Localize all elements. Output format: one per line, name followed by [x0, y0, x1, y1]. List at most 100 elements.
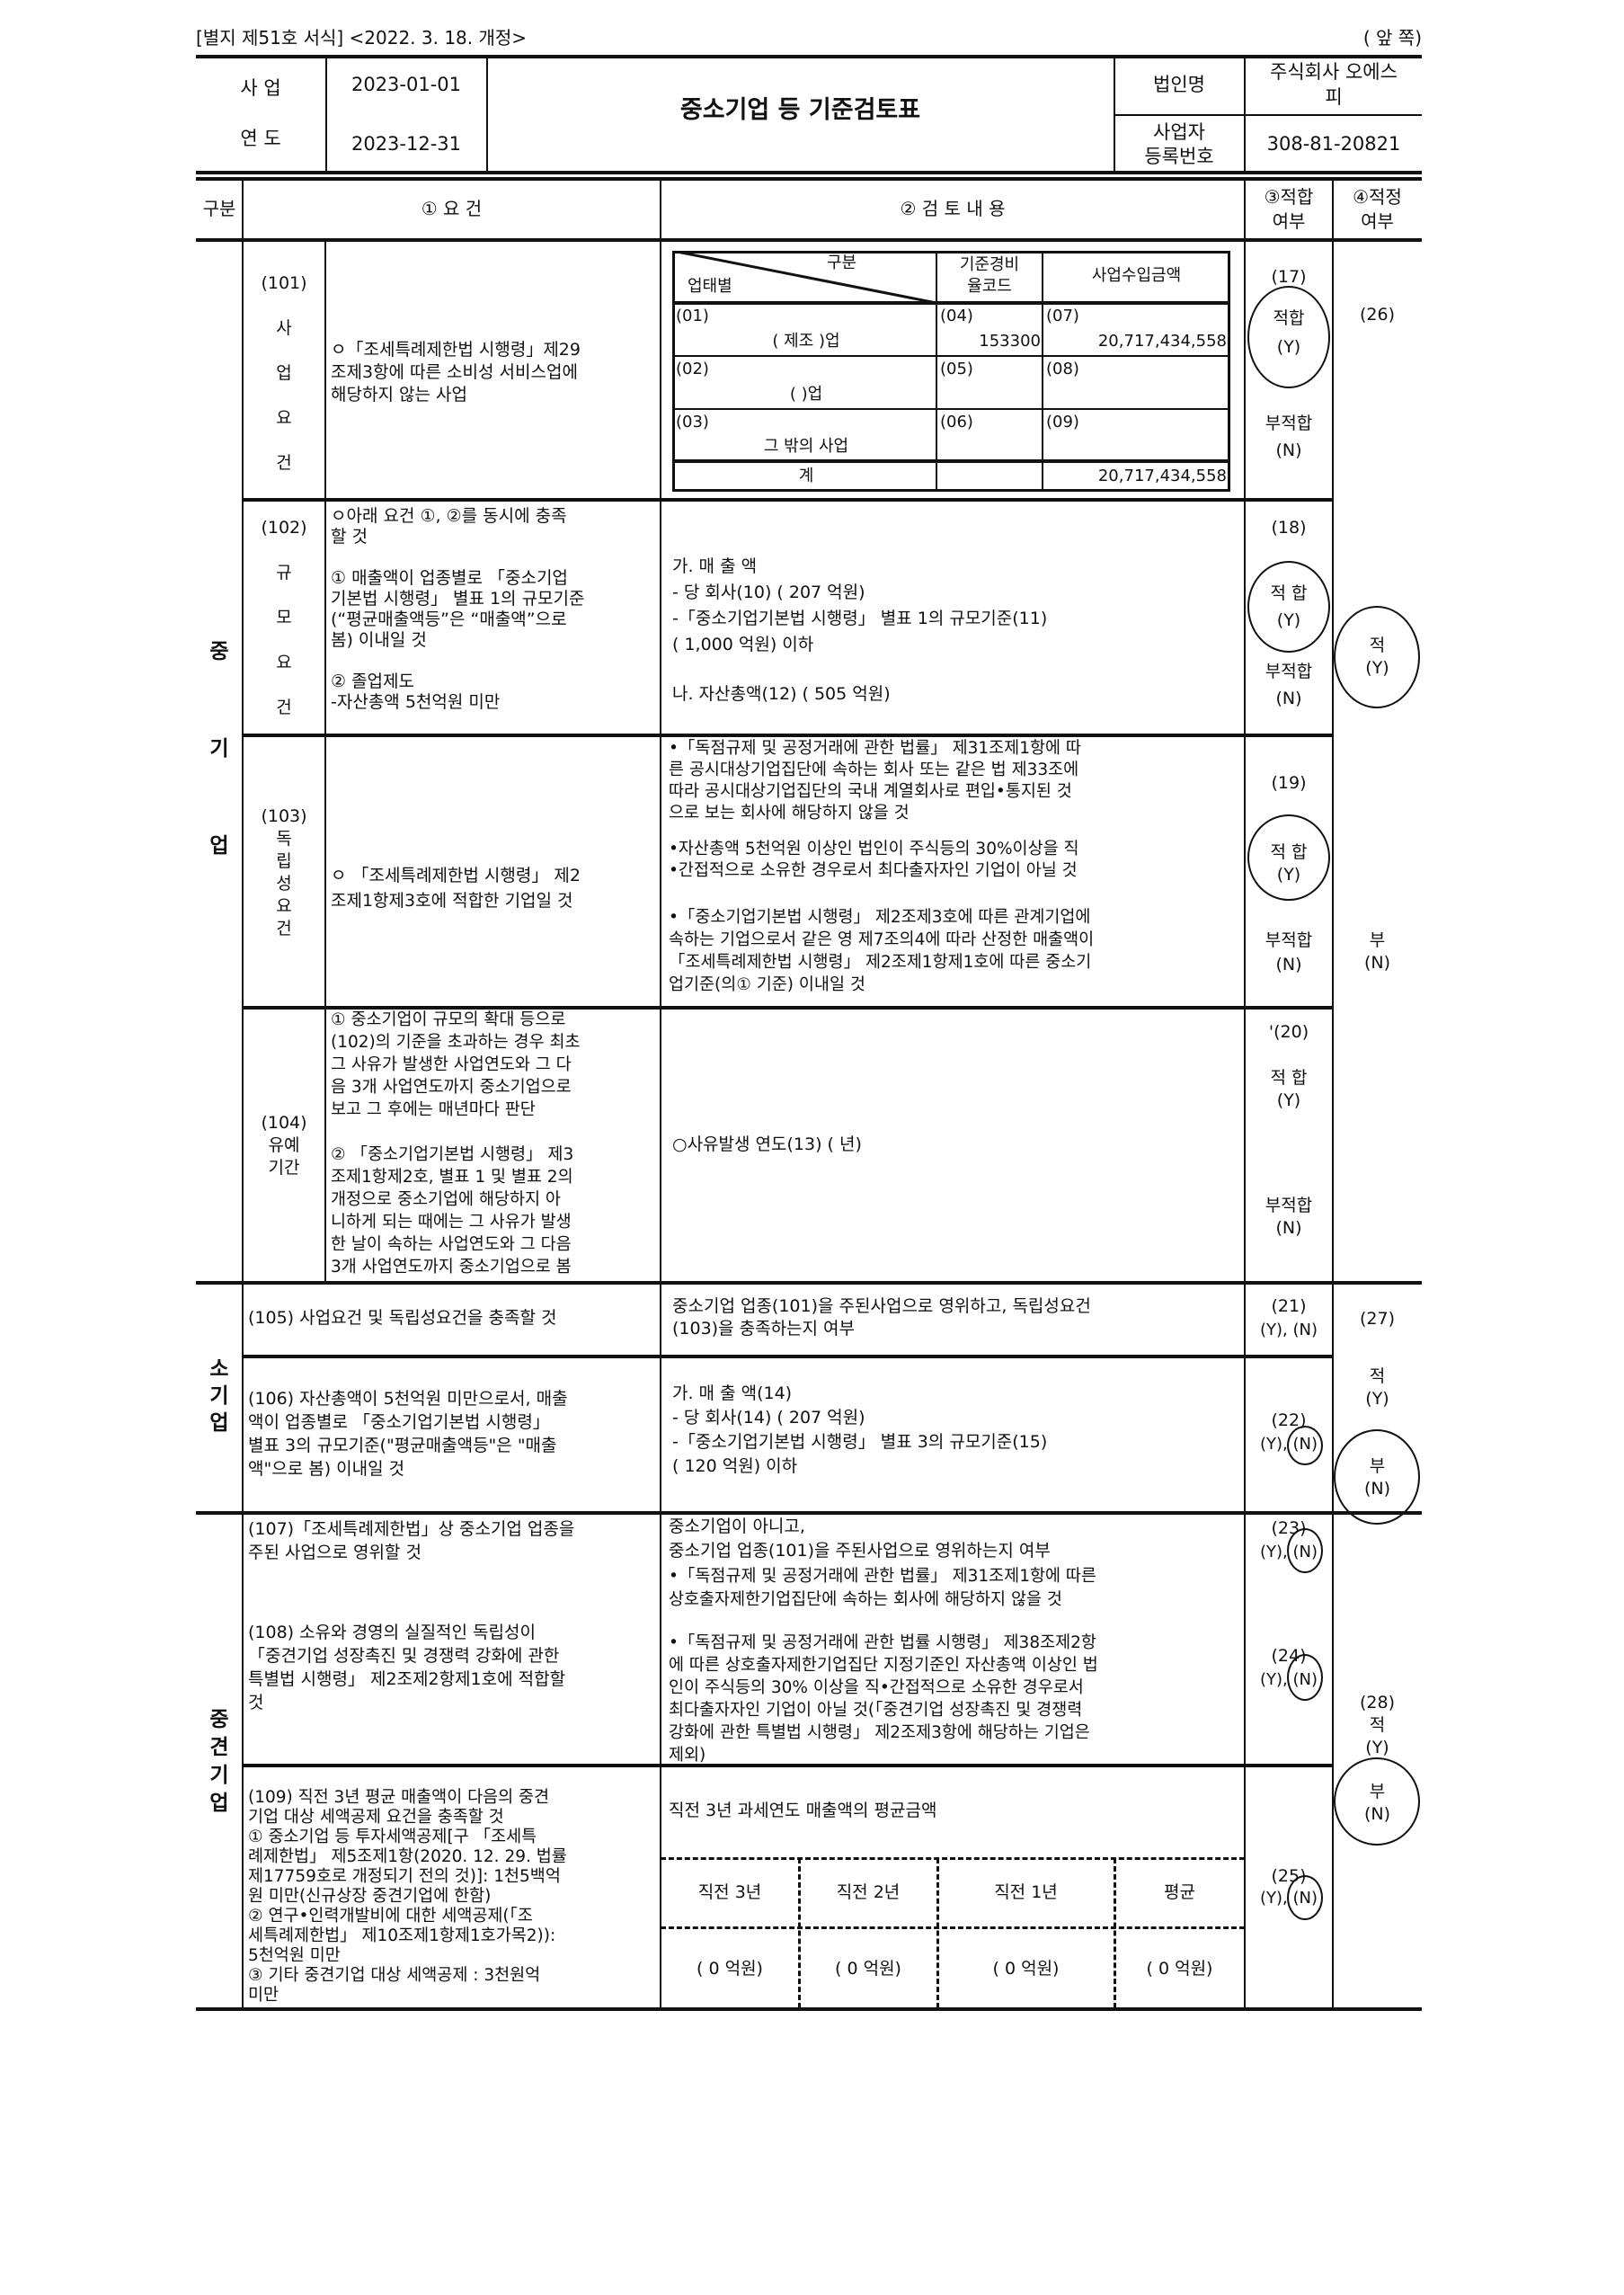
row-106-requirement: (106) 자산총액이 5천억원 미만으로서, 매출 액이 업종별로 「중소기업…	[248, 1389, 568, 1479]
middle-proper-code: (28)	[1359, 1693, 1395, 1712]
divider	[242, 179, 244, 2008]
medium-proper-no[interactable]: 부 (N)	[1363, 930, 1391, 973]
row-104-review: ○사유발생 연도(13) ( 년)	[672, 1134, 862, 1154]
fit-code: (17)	[1271, 267, 1307, 287]
year-label: 직전 2년	[836, 1882, 901, 1902]
fit-no[interactable]: 부적합 (N)	[1265, 662, 1313, 708]
col-category: 구분	[202, 198, 236, 219]
row-109-requirement: (109) 직전 3년 평균 매출액이 다음의 중견 기업 대상 세액공제 요건…	[248, 1788, 567, 2005]
row-109-review: 직전 3년 과세연도 매출액의 평균금액	[669, 1801, 937, 1820]
year-label: 평균	[1164, 1882, 1195, 1902]
row-103-review-2: •자산총액 5천억원 이상인 법인이 주식등의 30%이상을 직 •간접적으로 …	[669, 840, 1079, 880]
row-no: (03)	[676, 413, 709, 431]
biz-no-label: 사업자 등록번호	[1144, 121, 1214, 167]
form-number: [별지 제51호 서식] <2022. 3. 18. 개정>	[196, 27, 528, 49]
row-108-requirement: (108) 소유와 경영의 실질적인 독립성이 「중견기업 성장촉진 및 경쟁력…	[248, 1623, 566, 1712]
selected-circle	[1247, 814, 1330, 901]
row-105-review: 중소기업 업종(101)을 주된사업으로 영위하고, 독립성요건 (103)을 …	[672, 1296, 1091, 1339]
row-no: (06)	[940, 413, 973, 431]
row-103-review-1: •「독점규제 및 공정거래에 관한 법률」 제31조제1항에 따 른 공시대상기…	[669, 739, 1081, 823]
medium-proper-code: (26)	[1359, 305, 1395, 325]
income-amount: 20,717,434,558	[1097, 332, 1227, 351]
row-107-requirement: (107)「조세특례제한법」상 중소기업 업종을 주된 사업으로 영위할 것	[248, 1519, 575, 1562]
row-no: (05)	[940, 360, 973, 378]
selected-circle	[1334, 1429, 1420, 1525]
industry-name: ( )업	[789, 385, 823, 404]
divider	[196, 171, 1422, 174]
row-no: (04)	[940, 307, 973, 325]
year-value: ( 0 억원)	[992, 1959, 1060, 1979]
row-no: (09)	[1046, 413, 1079, 431]
fit-yes[interactable]: 적 합 (Y)	[1270, 1068, 1308, 1110]
year-label: 직전 1년	[994, 1882, 1058, 1902]
small-proper-yes[interactable]: 적 (Y)	[1365, 1366, 1389, 1409]
row-106-review: 가. 매 출 액(14) - 당 회사(14) ( 207 억원) -「중소기업…	[672, 1383, 1048, 1476]
period-label-1: 사 업	[240, 77, 281, 99]
page-side: ( 앞 쪽)	[1362, 27, 1422, 49]
divider	[325, 56, 327, 173]
row-no: (02)	[676, 360, 709, 378]
diagonal-divider	[672, 251, 936, 303]
selected-circle	[1287, 1654, 1323, 1701]
section-middle-label: 중 견 기 업	[209, 1708, 229, 1815]
total-amount: 20,717,434,558	[1097, 467, 1227, 485]
selected-circle	[1247, 561, 1330, 653]
row-102-sales-review: 가. 매 출 액 - 당 회사(10) ( 207 억원) -「중소기업기본법 …	[672, 556, 1048, 654]
row-103-review-3: •「중소기업기본법 시행령」 제2조제3호에 따른 관계기업에 속하는 기업으로…	[669, 908, 1095, 994]
fit-code: (23)	[1271, 1518, 1307, 1538]
col-code: 기준경비 율코드	[959, 255, 1020, 296]
fit-code: (22)	[1271, 1410, 1307, 1430]
middle-proper-yes[interactable]: 적 (Y)	[1365, 1715, 1389, 1757]
row-108-review-1: •「독점규제 및 공정거래에 관한 법률」 제31조제1항에 따른 상호출자제한…	[669, 1567, 1096, 1609]
col-fit: ③적합 여부	[1264, 186, 1314, 232]
year-value: ( 0 억원)	[1146, 1959, 1213, 1979]
row-103-requirement: ㅇ 「조세특례제한법 시행령」 제2 조제1항제3호에 적합한 기업일 것	[331, 866, 581, 911]
selected-circle	[1334, 1757, 1420, 1846]
divider	[324, 239, 326, 1282]
fit-no[interactable]: 부적합 (N)	[1265, 930, 1313, 974]
selected-circle	[1247, 286, 1330, 388]
section-small-label: 소 기 업	[209, 1357, 229, 1435]
selected-circle	[1287, 1426, 1323, 1465]
corp-name-label: 법인명	[1153, 74, 1205, 95]
divider	[672, 408, 1230, 410]
divider	[196, 1281, 1422, 1285]
fit-no[interactable]: 부적합 (N)	[1265, 1196, 1313, 1238]
industry-name: ( 제조 )업	[772, 332, 840, 351]
divider	[243, 498, 1333, 502]
year-value: ( 0 억원)	[835, 1959, 901, 1979]
fit-code: '(20)	[1268, 1022, 1309, 1042]
divider	[660, 179, 661, 2008]
corner-bottom: 업태별	[688, 277, 732, 296]
divider	[672, 459, 1230, 463]
selected-circle	[1287, 1875, 1323, 1920]
fit-code: (18)	[1271, 518, 1307, 538]
dashed-divider	[661, 1926, 1245, 1929]
year-label: 직전 3년	[697, 1882, 762, 1902]
row-104-requirement: ① 중소기업이 규모의 확대 등으로 (102)의 기준을 초과하는 경우 최초…	[331, 1010, 581, 1276]
year-value: ( 0 억원)	[697, 1959, 763, 1979]
fit-yes-no[interactable]: (Y), (N)	[1260, 1321, 1318, 1339]
fit-no[interactable]: 부적합 (N)	[1265, 414, 1313, 460]
divider	[936, 251, 937, 492]
period-label-2: 연 도	[240, 128, 281, 149]
dashed-divider	[798, 1858, 801, 2008]
selected-circle	[1287, 1528, 1323, 1573]
page-title: 중소기업 등 기준검토표	[679, 96, 921, 124]
row-107-review: 중소기업이 아니고, 중소기업 업종(101)을 주된사업으로 영위하는지 여부	[669, 1517, 1051, 1561]
row-101-requirement: ㅇ「조세특례제한법 시행령」제29 조제3항에 따른 소비성 서비스업에 해당하…	[331, 340, 581, 405]
col-proper: ④적정 여부	[1353, 186, 1402, 232]
selected-circle	[1334, 606, 1420, 708]
row-101-label: (101) 사 업 요 건	[261, 273, 307, 473]
divider	[243, 734, 1333, 737]
row-105-requirement: (105) 사업요건 및 독립성요건을 충족할 것	[248, 1308, 557, 1328]
row-no: (07)	[1046, 307, 1079, 325]
row-102-assets-review: 나. 자산총액(12) ( 505 억원)	[672, 684, 891, 704]
biz-no: 308-81-20821	[1266, 133, 1401, 155]
divider	[672, 355, 1230, 357]
period-start: 2023-01-01	[351, 74, 462, 95]
col-amount: 사업수입금액	[1091, 266, 1182, 285]
divider	[672, 301, 1230, 305]
period-end: 2023-12-31	[351, 133, 462, 155]
divider	[243, 1355, 1333, 1358]
